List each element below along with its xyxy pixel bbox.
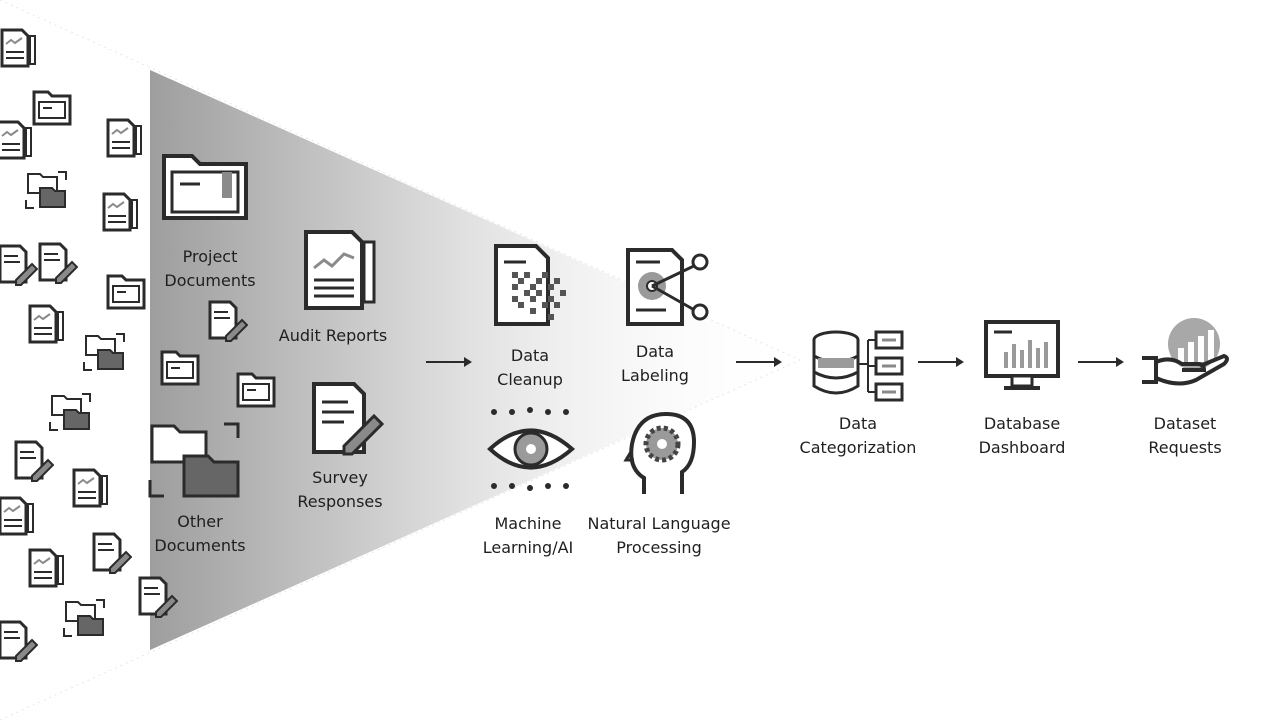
label-line: Data — [635, 342, 675, 361]
label-line: Data — [510, 346, 550, 365]
arrow-icon — [918, 357, 964, 367]
database-dashboard-label: Database Dashboard — [962, 412, 1082, 460]
survey-icon — [312, 382, 385, 456]
small-document-icon — [134, 574, 179, 622]
small-document-icon — [234, 368, 278, 416]
small-document-icon — [22, 302, 66, 350]
small-document-icon — [48, 390, 92, 438]
label-line: Responses — [297, 492, 383, 511]
database-tree-icon — [812, 330, 904, 402]
label-line: Labeling — [621, 366, 689, 385]
label-line: Categorization — [799, 438, 917, 457]
audit-report-icon — [304, 230, 376, 310]
arrow-icon — [736, 357, 782, 367]
small-document-icon — [62, 596, 106, 644]
small-document-icon — [66, 466, 110, 514]
label-line: Database — [983, 414, 1061, 433]
survey-responses-label: Survey Responses — [270, 466, 410, 514]
hand-data-icon — [1142, 318, 1229, 386]
data-cleanup-icon — [494, 244, 566, 326]
small-document-icon — [30, 86, 74, 134]
data-categorization-label: Data Categorization — [788, 412, 928, 460]
project-documents-label: Project Documents — [150, 245, 270, 293]
machine-learning-label: Machine Learning/AI — [468, 512, 588, 560]
label-line: Dashboard — [978, 438, 1066, 457]
label-line: Audit Reports — [278, 326, 388, 345]
label-line: Project — [182, 247, 238, 266]
label-line: Survey — [312, 468, 368, 487]
small-document-icon — [88, 530, 133, 578]
small-document-icon — [204, 298, 249, 346]
small-document-icon — [0, 242, 39, 290]
label-line: Other — [177, 512, 223, 531]
dataset-requests-label: Dataset Requests — [1125, 412, 1245, 460]
label-line: Learning/AI — [482, 538, 574, 557]
nlp-label: Natural Language Processing — [569, 512, 749, 560]
monitor-dashboard-icon — [984, 320, 1060, 390]
head-gear-icon — [623, 411, 697, 494]
eye-icon — [487, 407, 576, 491]
small-document-icon — [0, 118, 34, 166]
folders-icon — [148, 422, 240, 498]
small-document-icon — [158, 346, 202, 394]
label-line: Data — [838, 414, 878, 433]
label-line: Processing — [616, 538, 702, 557]
data-labeling-label: Data Labeling — [595, 340, 715, 388]
small-document-icon — [0, 26, 38, 74]
arrow-icon — [426, 357, 472, 367]
data-labeling-icon — [626, 248, 709, 326]
label-line: Documents — [164, 271, 256, 290]
label-line: Requests — [1148, 438, 1222, 457]
audit-reports-label: Audit Reports — [263, 324, 403, 348]
small-document-icon — [100, 116, 144, 164]
small-document-icon — [22, 546, 66, 594]
small-document-icon — [24, 168, 68, 216]
small-document-icon — [34, 240, 79, 288]
small-document-icon — [96, 190, 140, 238]
small-document-icon — [82, 330, 126, 378]
arrow-icon — [1078, 357, 1124, 367]
folder-icon — [162, 154, 248, 220]
small-document-icon — [0, 494, 36, 542]
other-documents-label: Other Documents — [140, 510, 260, 558]
label-line: Machine — [494, 514, 562, 533]
label-line: Natural Language — [587, 514, 731, 533]
small-document-icon — [104, 270, 148, 318]
small-document-icon — [10, 438, 55, 486]
small-document-icon — [0, 618, 39, 666]
label-line: Cleanup — [497, 370, 563, 389]
funnel-shape — [150, 70, 800, 650]
label-line: Dataset — [1153, 414, 1217, 433]
label-line: Documents — [154, 536, 246, 555]
data-cleanup-label: Data Cleanup — [470, 344, 590, 392]
